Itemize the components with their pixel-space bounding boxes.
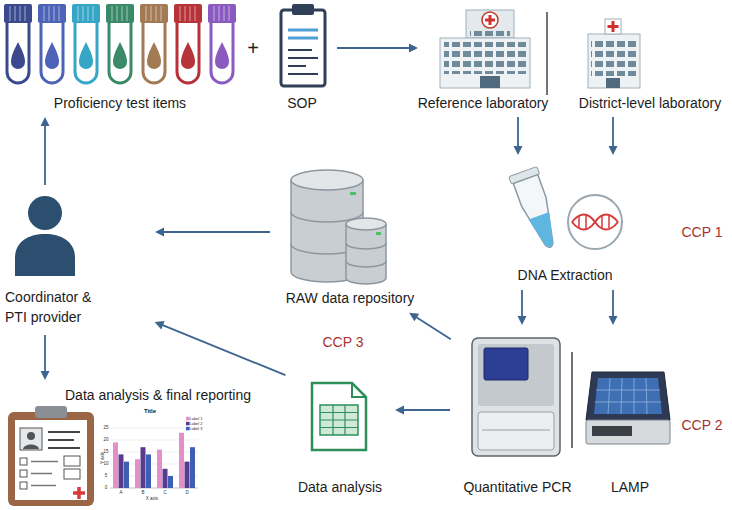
arrow-head [155,228,164,237]
category-label: D [185,491,188,496]
arrow-head [514,146,523,155]
repository-node: RAW data repository [275,165,425,310]
chart-legend-label: Label 1 [189,417,202,421]
coordinator-node: Coordinator & PTI provider [0,190,150,330]
category-label: C [163,491,166,496]
arrow-line [521,290,523,317]
axis-title: Y axis [100,452,105,464]
sop-node: SOP [272,2,332,112]
ccp-label: CCP 2 [682,418,723,432]
arrow-line [44,335,46,372]
arrow-head [409,313,419,322]
axis-tick: 25 [103,426,108,431]
arrow-line [163,231,270,233]
lamp-machine [586,372,670,444]
reporting-node: Data analysis & final reporting [0,385,275,508]
arrow-line [337,47,410,49]
flow-arrow [41,117,50,185]
flow-arrow [609,117,618,155]
instrument-node: Quantitative PCR [455,330,580,500]
node-label: Reference laboratory [383,93,583,113]
node-label: Quantitative PCR [415,477,620,497]
lab-node: Reference laboratory [423,2,543,112]
separator-line [571,352,573,448]
arrow-line [612,117,614,147]
arrow-head [609,146,618,155]
plus-sign: + [247,38,259,58]
sop-clipboard [281,4,325,86]
node-label: Data analysis & final reporting [65,385,251,405]
extraction-node: DNA Extraction [505,160,625,285]
spreadsheet-icon [312,383,366,450]
category-label: B [141,491,144,496]
separator-line [546,12,548,95]
node-label: District-level laboratory [528,93,732,113]
instrument-node: LAMP [580,330,680,500]
ccp-label: CCP 3 [323,335,364,349]
flow-arrow [337,44,418,53]
axis-tick: 5 [105,474,108,479]
axis-tick: 20 [103,438,108,443]
node-label: RAW data repository [235,288,465,308]
flow-arrow [41,335,50,380]
arrow-head [518,316,527,325]
axis-title: X axis [146,497,158,502]
chart-legend-label: Label 2 [189,422,202,426]
flow-arrow [395,406,450,415]
chart-title: Title [144,408,156,414]
arrow-head [155,321,165,329]
chart-legend-label: Label 3 [189,427,202,431]
flow-arrow [518,290,527,325]
flow-arrow [609,290,618,325]
arrow-line [162,325,285,375]
arrow-line [44,125,46,185]
node-label: LAMP [540,477,720,497]
ccp-label: CCP 1 [682,225,723,239]
node-label: Coordinator & PTI provider [5,287,115,327]
hospital-building [440,10,530,88]
database-icon [291,170,386,284]
node-label: Proficiency test items [0,93,280,113]
arrow-head [409,44,418,53]
report-clipboard [8,406,94,506]
arrow-head [41,371,50,380]
arrow-line [612,290,614,317]
flow-arrow [514,117,523,155]
axis-tick: 0 [105,486,108,491]
flow-arrow [155,228,270,237]
arrow-line [517,117,519,147]
microtube-icon [509,166,622,252]
arrow-head [609,316,618,325]
test-items-node: Proficiency test items [0,2,240,112]
analysis-node: Data analysis [290,375,390,500]
category-label: A [119,491,122,496]
lab-node: District-level laboratory [568,2,732,112]
arrow-head [41,117,50,126]
person-icon [15,196,75,276]
arrow-head [395,406,404,415]
test-tubes [4,4,236,83]
node-label: Data analysis [250,477,430,497]
flow-arrow [409,313,451,340]
arrow-line [403,409,450,411]
flow-arrow [155,321,286,375]
arrow-line [416,317,451,339]
node-label: SOP [232,93,372,113]
node-label: DNA Extraction [465,265,665,285]
qpcr-machine [472,338,560,456]
bar-chart [100,405,200,503]
clinic-building [588,19,640,88]
